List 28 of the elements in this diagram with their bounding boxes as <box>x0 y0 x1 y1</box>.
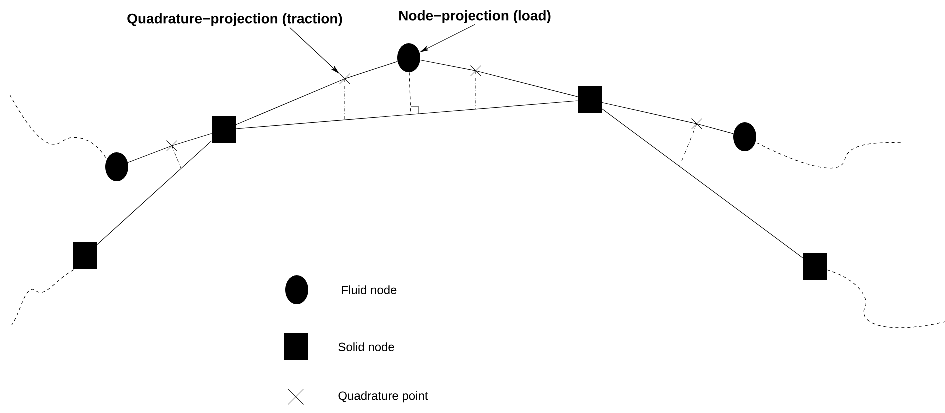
quadrature-cross <box>470 66 482 76</box>
legend-label: Quadrature point <box>338 391 428 403</box>
solid-node-square <box>73 242 97 270</box>
solid-node-square <box>578 86 602 114</box>
quadrature-cross <box>692 118 702 130</box>
fluid-node-ellipse <box>398 44 420 72</box>
connector-line <box>128 146 172 164</box>
callout-label: Node−projection (load) <box>400 10 551 24</box>
connector-line <box>236 78 345 126</box>
legend-label: Fluid node <box>342 286 397 294</box>
fluid-node-ellipse <box>734 122 756 152</box>
connector-line <box>420 60 476 72</box>
fluid-node-ellipse <box>106 152 128 182</box>
connector-line <box>96 140 212 246</box>
connector-line <box>476 70 578 98</box>
quadrature-cross <box>340 74 350 84</box>
connector-line <box>697 124 734 134</box>
connector-line <box>345 61 398 80</box>
solid-node-square <box>803 254 827 280</box>
connector-line <box>602 102 697 124</box>
quadrature-cross <box>166 140 178 152</box>
legend-label: Solid node <box>338 342 394 352</box>
solid-node-square <box>212 116 236 144</box>
connector-line <box>236 100 578 130</box>
connector-line <box>602 108 804 258</box>
callout-label: Quadrature−projection (traction) <box>128 13 342 27</box>
connector-line <box>172 133 212 146</box>
projection-line <box>409 72 412 116</box>
